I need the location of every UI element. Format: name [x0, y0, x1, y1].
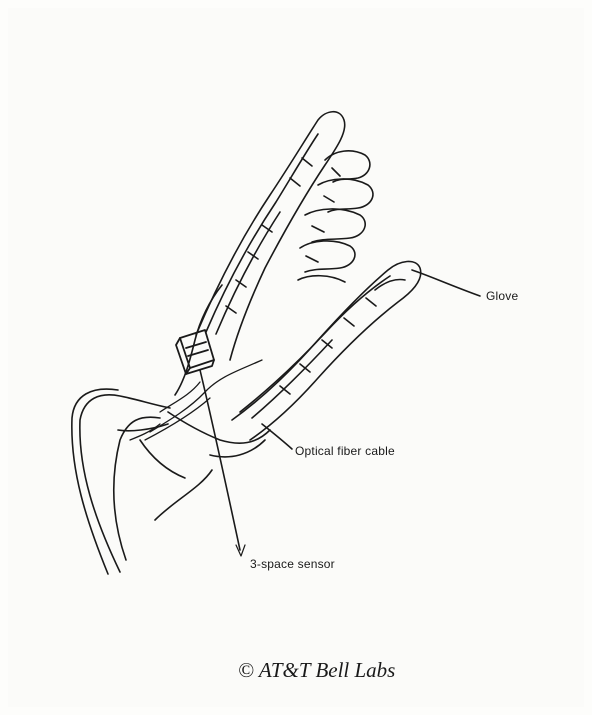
cable-leader-line: [262, 424, 292, 449]
curled-fingers: [298, 151, 373, 282]
glove-label: Glove: [486, 289, 518, 303]
three-space-sensor-device: [176, 330, 214, 374]
glove-leader-line: [412, 270, 480, 296]
sensor-leader-line: [200, 370, 240, 550]
copyright-credit: © AT&T Bell Labs: [238, 658, 395, 683]
forearm-outline: [72, 389, 212, 574]
three-space-sensor-label: 3-space sensor: [250, 557, 335, 571]
hand-outline: [168, 285, 270, 457]
optical-fiber-cable-label: Optical fiber cable: [295, 444, 395, 458]
thumb: [232, 261, 421, 440]
index-finger: [196, 112, 345, 360]
